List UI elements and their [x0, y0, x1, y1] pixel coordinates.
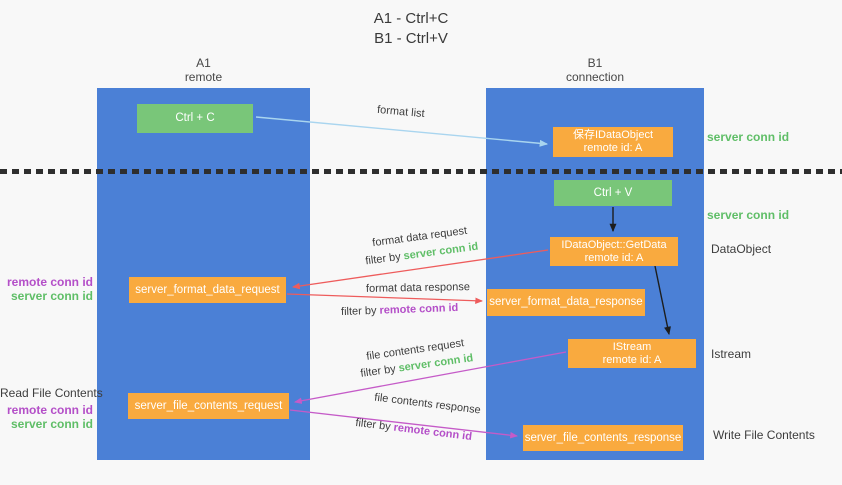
left-label-remote-conn-id-2: remote conn id: [6, 403, 93, 417]
session-divider-dashed-line: [0, 169, 842, 174]
node-ctrl-c-label: Ctrl + C: [175, 112, 215, 124]
right-label-dataobject: DataObject: [711, 242, 772, 256]
lane-b1-name: B1: [587, 56, 603, 70]
lane-header-b1: B1 connection: [486, 56, 704, 84]
right-label-istream: Istream: [711, 347, 752, 361]
title-line-1: A1 - Ctrl+C: [373, 10, 449, 27]
left-label-remote-conn-id-1: remote conn id: [6, 275, 93, 289]
node-file-response-label: server_file_contents_response: [524, 431, 682, 444]
node-server-format-data-request: server_format_data_request: [129, 277, 286, 303]
arrow-format-data-response: [286, 293, 484, 305]
left-label-read-file-contents: Read File Contents: [0, 386, 103, 400]
node-format-request-label: server_format_data_request: [135, 283, 280, 296]
right-label-server-conn-id-1: server conn id: [707, 130, 790, 144]
server-conn-id-text: server conn id: [402, 240, 479, 263]
node-idataobject-getdata: IDataObject::GetData remote id: A: [550, 237, 678, 266]
remote-conn-id-text: remote conn id: [379, 301, 459, 317]
filter-by-text: filter by: [359, 363, 397, 380]
lane-a1-name: A1: [196, 56, 211, 70]
filter-by-text: filter by: [340, 304, 377, 319]
left-label-server-conn-id-1: server conn id: [10, 289, 93, 303]
lane-a1-role: remote: [184, 70, 223, 84]
left-label-group-format: remote conn id server conn id: [0, 275, 93, 303]
diagram-title: A1 - Ctrl+C B1 - Ctrl+V: [0, 9, 822, 49]
filter-by-text: filter by: [364, 250, 402, 268]
right-label-write-file-contents: Write File Contents: [713, 428, 815, 442]
label-file-contents-response: file contents response: [373, 391, 482, 417]
node-format-response-label: server_format_data_response: [489, 296, 643, 308]
node-file-request-label: server_file_contents_request: [134, 399, 283, 412]
node-ctrl-v-label: Ctrl + V: [593, 186, 633, 199]
node-ctrl-c: Ctrl + C: [137, 104, 253, 133]
node-getdata-line1: IDataObject::GetData: [561, 238, 667, 251]
lane-b1-role: connection: [565, 70, 625, 84]
node-server-format-data-response: server_format_data_response: [487, 289, 645, 316]
right-label-server-conn-id-2: server conn id: [707, 208, 790, 222]
node-istream: IStream remote id: A: [568, 339, 696, 368]
lane-header-a1: A1 remote: [97, 56, 310, 84]
left-label-server-conn-id-2: server conn id: [10, 417, 93, 431]
node-save-idataobject: 保存IDataObject remote id: A: [553, 127, 673, 157]
node-getdata-line2: remote id: A: [584, 251, 644, 264]
node-istream-line2: remote id: A: [602, 353, 662, 366]
node-server-file-contents-request: server_file_contents_request: [128, 393, 289, 419]
node-istream-line1: IStream: [612, 340, 652, 353]
remote-conn-id-text: remote conn id: [392, 421, 473, 444]
node-save-idataobject-line2: remote id: A: [583, 142, 643, 154]
node-save-idataobject-line1: 保存IDataObject: [572, 129, 654, 141]
title-line-2: B1 - Ctrl+V: [374, 30, 448, 47]
label-format-list: format list: [376, 103, 426, 121]
node-server-file-contents-response: server_file_contents_response: [523, 425, 683, 451]
node-ctrl-v: Ctrl + V: [554, 180, 672, 206]
label-format-data-response: format data response: [365, 281, 471, 295]
filter-by-text: filter by: [354, 416, 392, 434]
left-label-group-file: remote conn id server conn id: [0, 403, 93, 431]
